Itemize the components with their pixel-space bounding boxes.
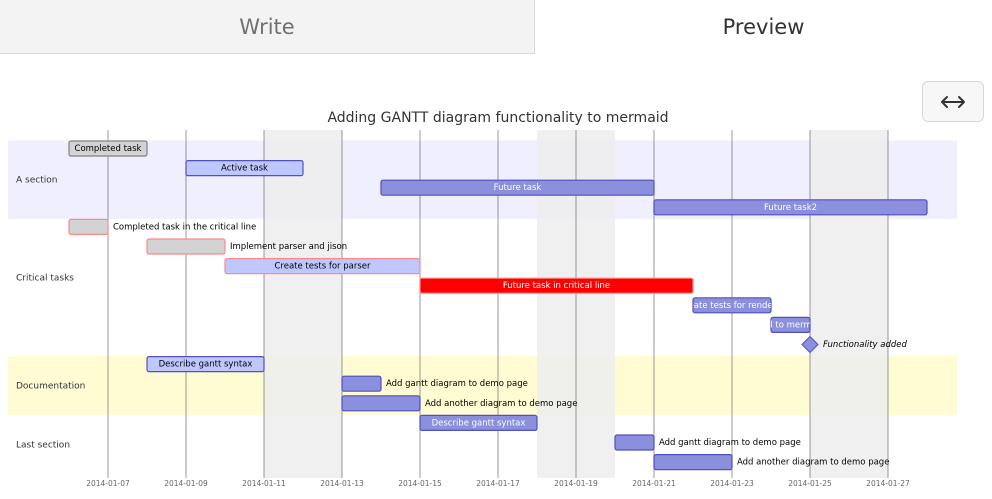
tick-label: 2014-01-25: [788, 479, 832, 488]
task-bar: [692, 297, 772, 314]
task-label: Create tests for renderer: [679, 301, 785, 311]
tick-label: 2014-01-11: [242, 479, 286, 488]
task-bar: [770, 316, 811, 333]
task-bar: [341, 395, 421, 412]
milestone-marker: [801, 335, 819, 354]
tick-label: 2014-01-27: [866, 479, 910, 488]
task-label: Add gantt diagram to demo page: [659, 438, 801, 448]
task-bar: [224, 258, 421, 275]
section-label: Documentation: [16, 382, 85, 392]
task-label: Completed task: [75, 144, 142, 154]
tick-label: 2014-01-15: [398, 479, 442, 488]
tick-label: 2014-01-07: [86, 479, 130, 488]
task-label: Future task2: [764, 203, 817, 213]
task-label: Future task in critical line: [503, 281, 610, 291]
task-label: Completed task in the critical line: [113, 222, 256, 232]
tick-label: 2014-01-19: [554, 479, 598, 488]
task-bar: [614, 434, 655, 451]
editor-tabs: Write Preview: [0, 0, 992, 55]
task-label: Future task: [494, 183, 542, 193]
tab-preview[interactable]: Preview: [535, 0, 992, 54]
task-label: Active task: [221, 164, 268, 174]
task-label: Add to mermaid: [756, 320, 825, 330]
task-bar: [380, 179, 655, 196]
section-label: A section: [16, 176, 57, 186]
tick-label: 2014-01-09: [164, 479, 208, 488]
task-bar: [68, 218, 109, 236]
expand-width-button[interactable]: [922, 81, 984, 122]
task-bar: [653, 454, 733, 471]
task-label: Implement parser and jison: [230, 242, 347, 252]
task-bar: [146, 356, 265, 373]
task-bar: [68, 140, 148, 157]
gantt-chart: Adding GANTT diagram functionality to me…: [8, 110, 957, 488]
tick-label: 2014-01-17: [476, 479, 520, 488]
task-bar: [146, 238, 226, 255]
tick-label: 2014-01-23: [710, 479, 754, 488]
tick-label: 2014-01-21: [632, 479, 676, 488]
section-label: Last section: [16, 440, 70, 450]
task-label: Describe gantt syntax: [432, 418, 526, 428]
task-label: Create tests for parser: [274, 262, 371, 272]
task-bar: [341, 375, 382, 392]
weekend-band: [810, 130, 888, 478]
chart-title: Adding GANTT diagram functionality to me…: [327, 110, 668, 126]
horizontal-arrows-icon: [941, 95, 965, 108]
section-label: Critical tasks: [16, 274, 74, 284]
task-label: Add gantt diagram to demo page: [386, 379, 528, 389]
milestone-label: Functionality added: [823, 340, 908, 350]
task-label: Describe gantt syntax: [159, 360, 253, 370]
task-label: Add another diagram to demo page: [425, 399, 577, 409]
task-label: Add another diagram to demo page: [737, 458, 889, 468]
task-bar: [653, 199, 928, 216]
tick-label: 2014-01-13: [320, 479, 364, 488]
task-bar: [185, 159, 304, 177]
weekend-band: [264, 130, 342, 478]
task-bar: [419, 414, 538, 431]
tab-write[interactable]: Write: [0, 0, 535, 54]
task-bar: [419, 277, 694, 294]
